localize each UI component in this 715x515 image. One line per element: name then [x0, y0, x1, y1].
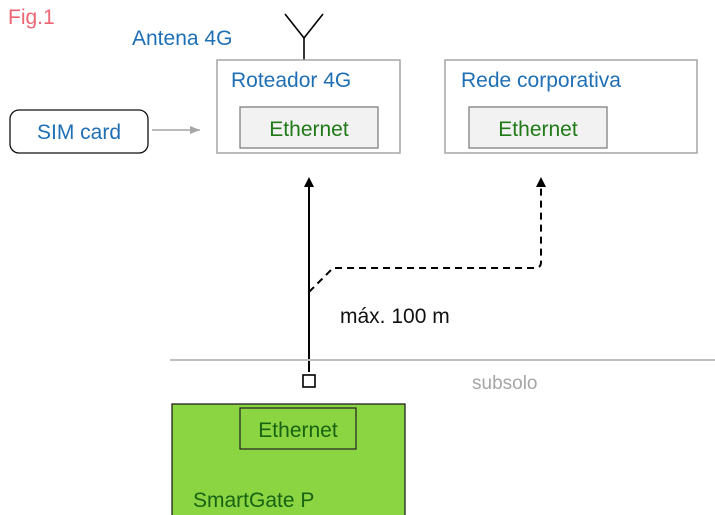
- smartgate-ethernet-port: [239, 407, 357, 450]
- smartgate-ethernet-label: Ethernet: [258, 419, 338, 442]
- router-title: Roteador 4G: [231, 69, 351, 92]
- figure-label: Fig.1: [8, 6, 55, 29]
- corporate-network-box: Rede corporativa Ethernet: [444, 59, 698, 154]
- sim-card: SIM card: [9, 109, 149, 154]
- smartgate-name: SmartGate P: [193, 489, 314, 512]
- antenna-icon: [284, 13, 324, 60]
- smartgate-device: Ethernet SmartGate P: [171, 403, 406, 515]
- max-distance-label: máx. 100 m: [340, 305, 450, 328]
- corporate-network-title: Rede corporativa: [461, 69, 621, 92]
- router-box: Roteador 4G Ethernet: [216, 59, 401, 154]
- sim-card-label: SIM card: [37, 121, 121, 144]
- router-ethernet-port: [239, 106, 379, 149]
- router-ethernet-label: Ethernet: [269, 118, 349, 141]
- antenna-label: Antena 4G: [132, 27, 232, 50]
- ethernet-connector: [302, 374, 316, 388]
- basement-label: subsolo: [472, 373, 538, 394]
- corporate-ethernet-label: Ethernet: [498, 118, 578, 141]
- cable-to-corporate-network: [308, 177, 546, 293]
- corporate-ethernet-port: [468, 106, 608, 149]
